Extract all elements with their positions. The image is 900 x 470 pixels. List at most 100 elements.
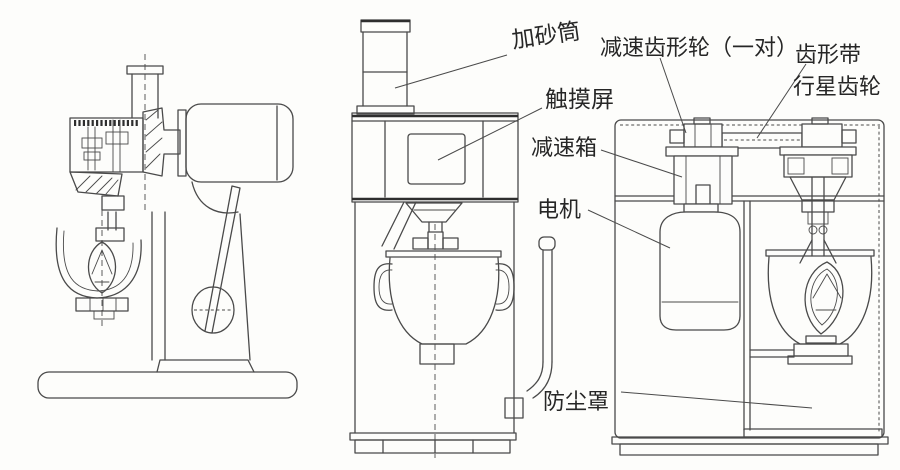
planet-spacer xyxy=(807,211,829,225)
bowl-inner-wall xyxy=(62,230,134,292)
gearbox-notch xyxy=(695,184,711,205)
label-toothed-belt: 齿形带 xyxy=(795,43,861,68)
gear-housing xyxy=(69,117,144,173)
bowl-rim xyxy=(765,249,875,257)
funnel-stem xyxy=(428,221,443,233)
gearbox-walls xyxy=(685,155,721,205)
bowl-drive-dividers xyxy=(89,297,117,312)
shaft-block xyxy=(101,195,125,211)
coupling-center xyxy=(427,231,444,250)
sand-cylinder-flange xyxy=(356,105,415,115)
front-view xyxy=(349,19,556,458)
inner-base xyxy=(743,428,883,438)
label-touch-screen: 触摸屏 xyxy=(545,87,614,113)
base-plate xyxy=(37,371,298,399)
leader-sand-cylinder xyxy=(394,54,508,89)
planet-flange xyxy=(779,146,857,156)
bowl-handle-right xyxy=(495,263,515,311)
sand-cylinder xyxy=(362,31,408,107)
leader-reduction-toothed-wheels xyxy=(659,57,687,134)
bowl-support-plate xyxy=(787,355,853,365)
leader-touch-screen xyxy=(437,107,543,161)
lower-hatch xyxy=(75,175,119,195)
planet-gear-left xyxy=(787,157,805,175)
label-reduction-box: 减速箱 xyxy=(531,136,597,161)
bowl-handle-left-inner xyxy=(378,269,393,305)
beater-ribs xyxy=(812,273,842,311)
beater-yoke xyxy=(799,239,837,264)
gear-wheel xyxy=(83,151,101,161)
wheel-left-hub-lines xyxy=(694,123,712,148)
clamp-handle-curve xyxy=(526,361,553,399)
touch-screen-panel xyxy=(407,133,466,185)
base-strip xyxy=(354,439,511,454)
bowl-handle-right-inner xyxy=(495,269,510,305)
side-section-view xyxy=(611,117,889,456)
head-box xyxy=(351,112,519,203)
planet-ball xyxy=(818,225,828,235)
wheel-left-cap xyxy=(693,117,711,125)
planet-bearing xyxy=(801,199,835,213)
motor-neck xyxy=(683,203,719,213)
label-dust-cover: 防尘罩 xyxy=(543,390,609,415)
support-plate xyxy=(239,213,251,361)
mixing-bowl xyxy=(388,257,500,345)
mixing-bowl-section xyxy=(767,256,873,345)
wheel-right-tab xyxy=(841,129,857,144)
clamp-handle-knob xyxy=(538,236,556,251)
base-band xyxy=(349,432,517,441)
motor-body xyxy=(659,211,741,331)
bowl-drive-foot xyxy=(93,310,115,320)
clamp-handle-bar xyxy=(542,249,553,363)
label-sand-cylinder: 加砂筒 xyxy=(510,19,582,54)
machine-body xyxy=(354,201,515,434)
gear-wheel xyxy=(81,137,103,149)
bowl-scraper xyxy=(805,335,837,344)
mixing-bowl-section xyxy=(55,227,142,299)
bowl-rim xyxy=(385,250,502,258)
bell-hatch xyxy=(145,109,163,169)
leader-motor xyxy=(587,209,671,249)
wheel-right-cap xyxy=(811,117,829,125)
wheel-left-tab xyxy=(669,129,685,144)
beater-ribs xyxy=(91,249,113,283)
toothed-wheel-left xyxy=(683,123,723,148)
leader-dust-cover xyxy=(620,391,813,409)
outer-base-strip xyxy=(619,443,879,456)
funnel xyxy=(405,202,463,223)
planet-gear-right xyxy=(831,157,849,175)
base-dividers xyxy=(382,439,474,454)
feed-tube xyxy=(131,73,159,119)
beater-blade-inner xyxy=(810,268,838,326)
support-column xyxy=(151,211,166,361)
gear-wheel xyxy=(105,131,129,145)
gear-shafts xyxy=(87,119,121,173)
reduction-gearbox xyxy=(673,155,733,205)
head-panel-joints xyxy=(384,120,484,198)
bell-housing xyxy=(142,107,181,177)
coupling-right xyxy=(442,237,459,250)
deck-line xyxy=(614,195,885,202)
gearbox-flange xyxy=(665,146,739,157)
beater-shaft xyxy=(107,211,117,231)
beater-blade xyxy=(87,241,117,294)
partition-wall xyxy=(743,200,751,431)
column-pedestal xyxy=(156,359,255,373)
leader-reduction-box xyxy=(600,149,683,178)
annotations: 加砂筒 减速齿形轮（一对） 齿形带 行星齿轮 触摸屏 减速箱 电机 防尘罩 xyxy=(394,19,881,415)
coupling-left xyxy=(412,237,429,250)
feed-tube-flange xyxy=(126,65,164,75)
leader-toothed-belt xyxy=(756,63,807,139)
motor-bracket xyxy=(191,181,239,214)
bowl-support xyxy=(793,343,849,357)
toothed-wheel-right xyxy=(801,123,843,148)
beater-blade xyxy=(804,261,844,335)
left-section-view xyxy=(37,54,298,399)
dust-cover xyxy=(614,119,885,439)
motor-flange xyxy=(177,109,187,177)
label-motor: 电机 xyxy=(537,198,581,223)
toothed-belt xyxy=(721,132,803,149)
clamp-bracket xyxy=(504,397,524,419)
partition-bracket xyxy=(749,349,795,358)
